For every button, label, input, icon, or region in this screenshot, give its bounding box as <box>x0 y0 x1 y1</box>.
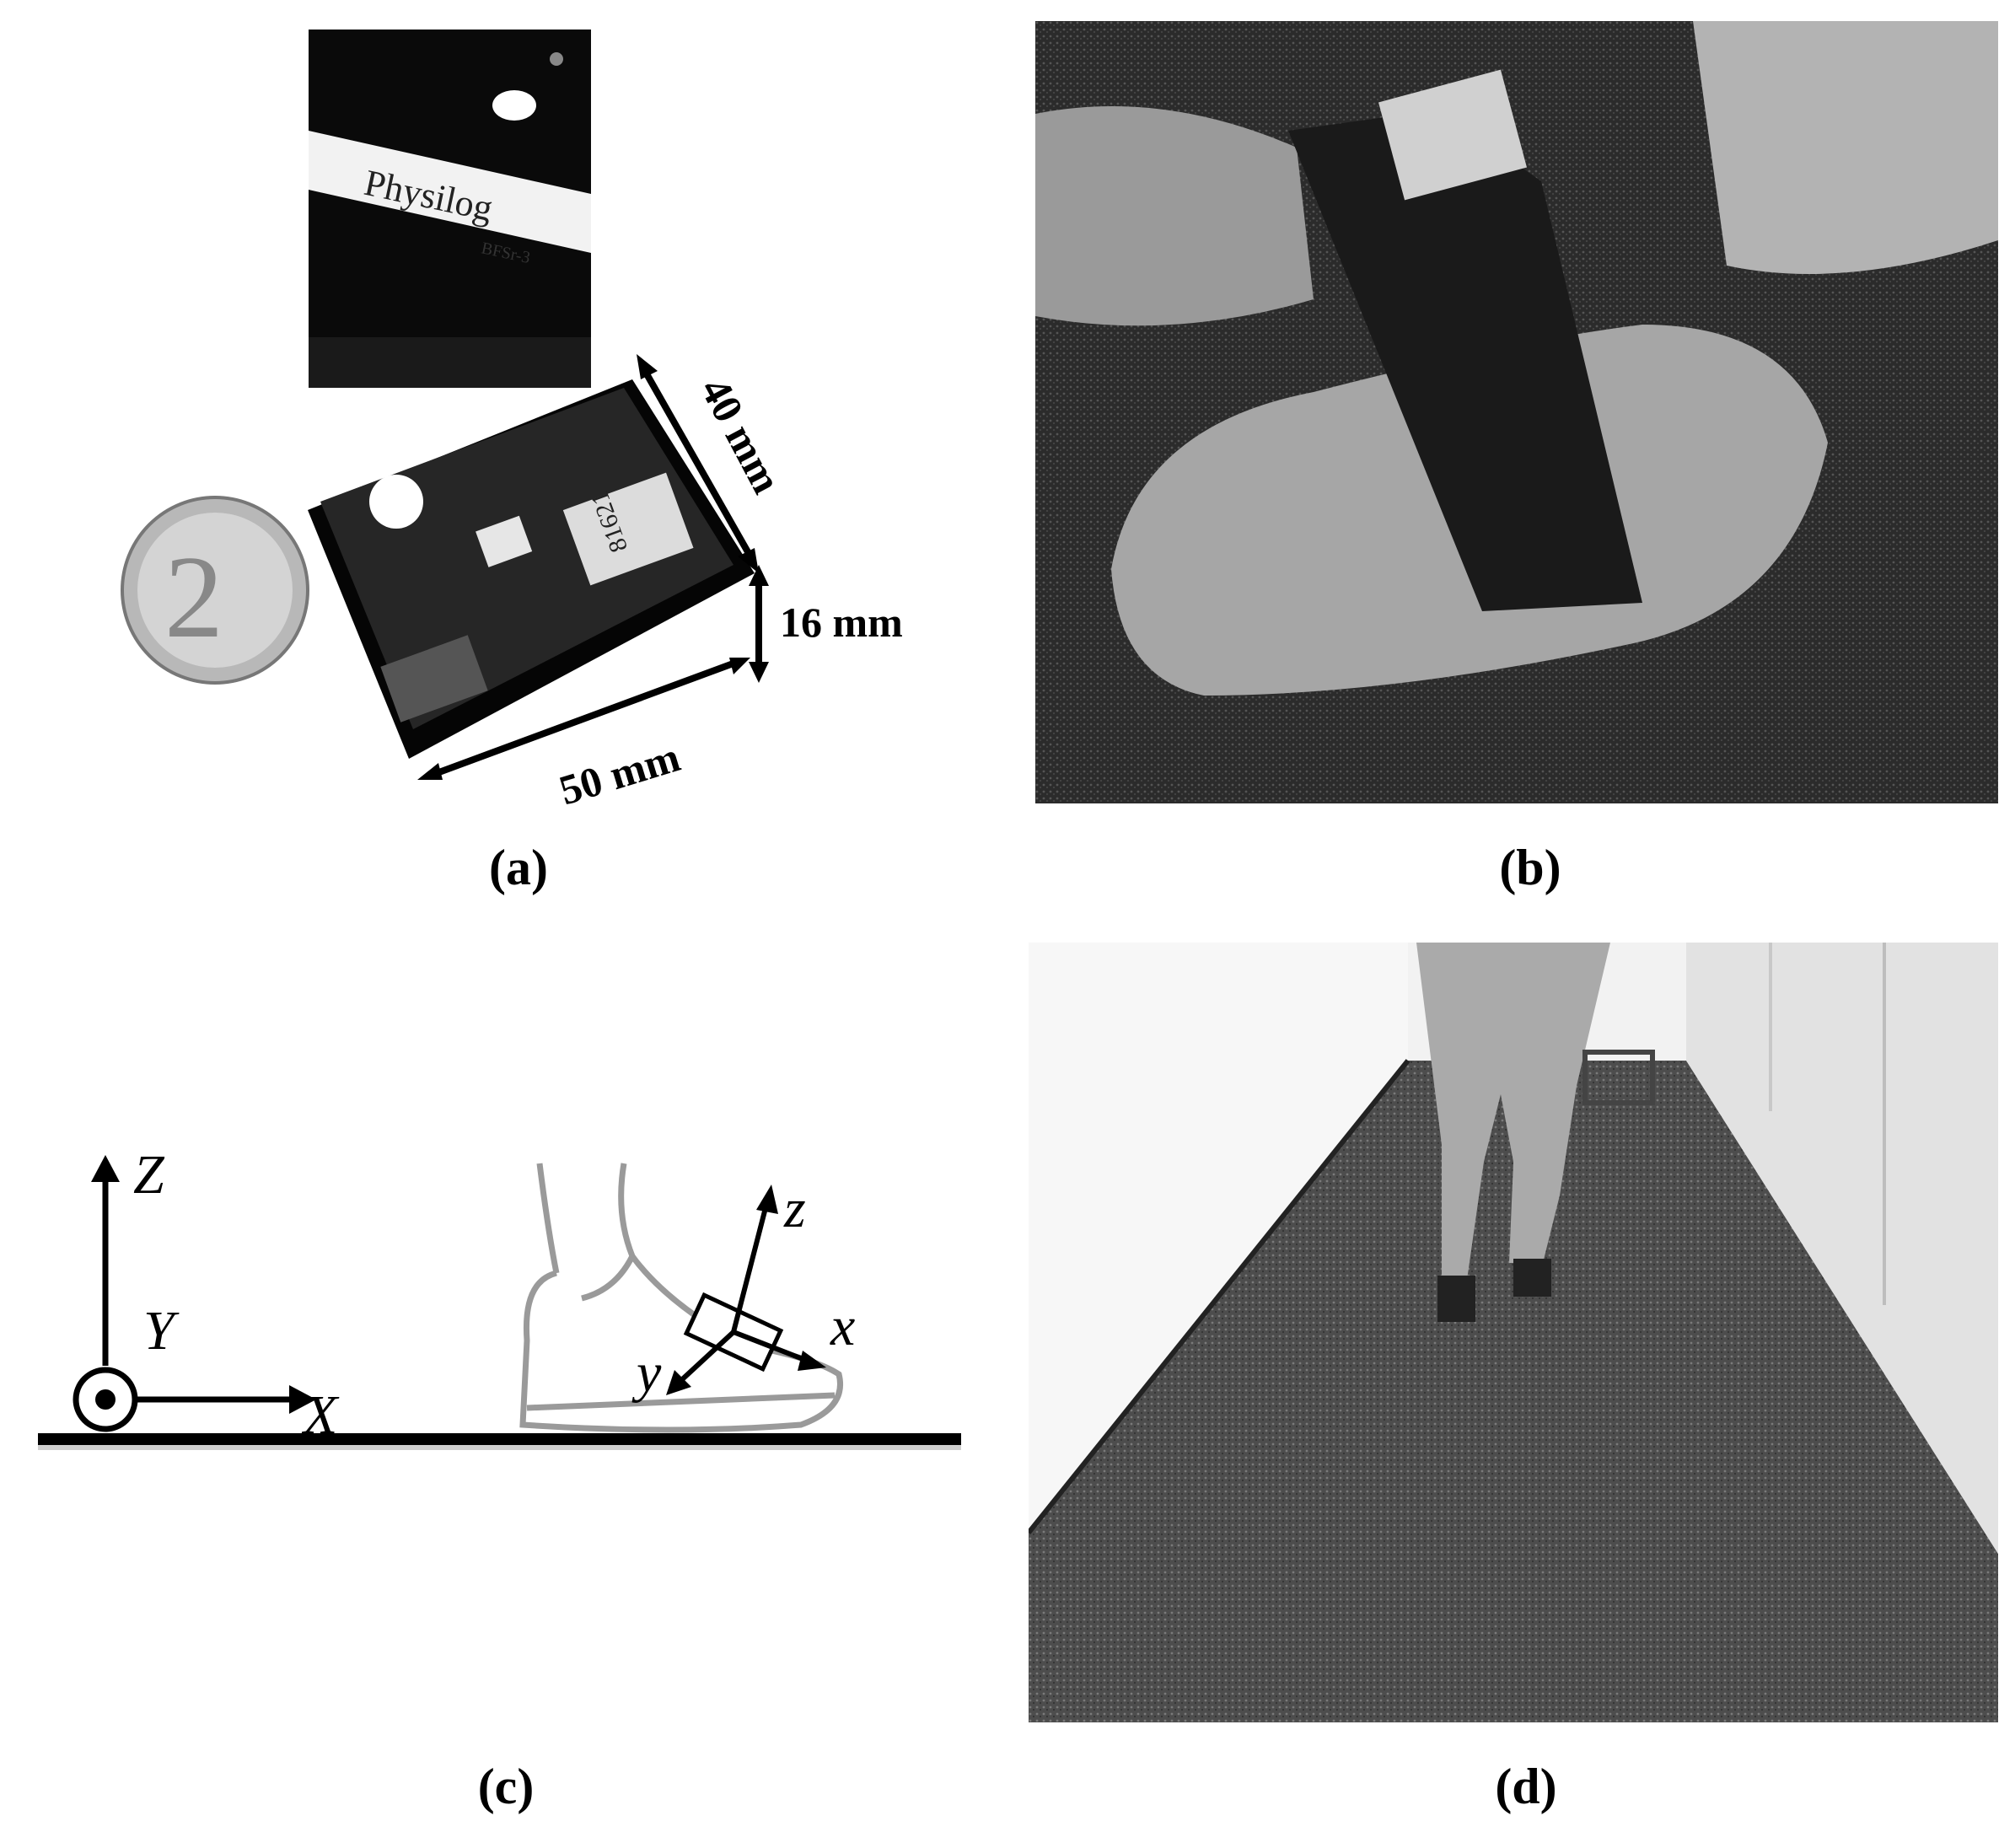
shoe-sketch <box>519 1163 843 1433</box>
global-axis-z-label: Z <box>133 1144 165 1206</box>
sensor-axis-z-label: z <box>783 1178 806 1239</box>
coordinate-systems-diagram: Z Y X z y x <box>38 1144 961 1450</box>
left-shoe <box>1035 106 1314 326</box>
caption-a: (a) <box>489 840 548 895</box>
ground-line <box>38 1433 961 1445</box>
chair <box>1582 1050 1655 1105</box>
left-wall <box>1029 943 1408 1533</box>
sensor-case: Physilog BFSr-3 <box>309 30 591 388</box>
trouser-leg <box>1575 21 1998 274</box>
dimension-length-label: 50 mm <box>554 733 685 814</box>
corridor-floor <box>1029 1061 1998 1722</box>
euro-coin: 2 <box>121 496 309 685</box>
caption-c: (c) <box>477 1759 535 1814</box>
panel-b-foot-photo <box>1035 21 1998 803</box>
sensor-illustration: Physilog BFSr-3 2 81621 <box>121 30 903 814</box>
global-frame <box>73 1155 316 1432</box>
sensor-device <box>1378 69 1527 201</box>
panel-d-walking-photo <box>1026 943 1998 1722</box>
dimension-height-label: 16 mm <box>780 599 903 646</box>
sensor-pcb: 81621 <box>308 379 755 759</box>
global-axis-x-label: X <box>301 1384 340 1446</box>
walking-person <box>1416 943 1610 1322</box>
global-axis-y-label: Y <box>143 1300 180 1362</box>
dimension-arrows <box>417 354 769 780</box>
caption-b: (b) <box>1499 840 1561 895</box>
foot-sensor-photo <box>1035 21 1998 803</box>
sensor-axis-x-label: x <box>830 1296 855 1357</box>
sensor-strap <box>1288 110 1642 611</box>
sensor-axis-y-label: y <box>631 1342 662 1404</box>
right-wall <box>1686 943 1998 1554</box>
panel-c-coordinate-diagram: Z Y X z y x <box>0 1121 978 1492</box>
coin-denomination: 2 <box>164 532 223 663</box>
panel-a-sensor-photo: Physilog BFSr-3 2 81621 <box>84 17 970 818</box>
sensor-frame <box>666 1185 826 1395</box>
corridor-walking-photo <box>1026 943 1998 1722</box>
caption-d: (d) <box>1495 1759 1557 1814</box>
